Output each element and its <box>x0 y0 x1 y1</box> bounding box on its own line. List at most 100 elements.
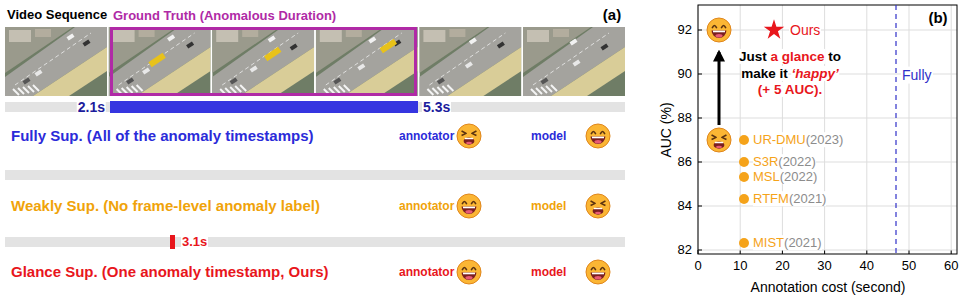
note-text: to <box>828 49 841 64</box>
happy-emoji <box>457 260 481 284</box>
happy-emoji <box>707 18 731 42</box>
grid-line <box>698 118 957 119</box>
building <box>553 29 569 37</box>
tick-mark <box>951 250 952 254</box>
emoji-mouth <box>591 137 606 144</box>
crosswalk <box>546 86 552 92</box>
ground-truth-box: Ground Truth (Anomalous Duration) <box>110 27 417 96</box>
lane-line <box>533 33 609 85</box>
emoji-eye <box>712 26 716 28</box>
role-label: annotator <box>398 265 455 279</box>
panel-tag: (a) <box>602 6 622 24</box>
bus <box>380 39 397 53</box>
car <box>469 37 477 44</box>
reference-label: Fully <box>901 67 933 84</box>
text-line: S3R(2022) <box>753 154 816 170</box>
timeline-bar <box>5 237 625 247</box>
bus <box>264 47 281 61</box>
bus <box>148 53 165 67</box>
emoji-face <box>707 128 731 152</box>
method-year: (2023) <box>806 132 844 147</box>
emoji-face <box>586 260 610 284</box>
emoji-mouth <box>712 31 727 38</box>
emoji-teeth <box>715 142 723 143</box>
axis-tick: 50 <box>901 258 917 274</box>
crosswalk <box>127 87 133 93</box>
text-line: Justa glanceto <box>739 49 841 65</box>
grid-line <box>951 5 952 254</box>
sad-emoji <box>707 128 731 152</box>
emoji-tongue <box>716 146 722 148</box>
axis-tick: 10 <box>732 258 748 274</box>
emoji-face <box>586 124 610 148</box>
emoji-teeth <box>592 273 604 275</box>
setting-title: Glance Sup. (One anomaly timestamp, Ours… <box>10 263 330 281</box>
building <box>216 30 238 42</box>
sad-emoji <box>586 194 610 218</box>
road <box>316 27 418 96</box>
emoji-mouth <box>462 207 477 214</box>
axis-tick: 30 <box>816 258 832 274</box>
crosswalk <box>235 86 241 92</box>
note-text: Just <box>739 49 767 64</box>
road <box>523 27 625 96</box>
crosswalk <box>541 87 547 93</box>
frame-ground <box>419 27 521 96</box>
frame-ground <box>316 27 418 96</box>
frame-ground <box>5 27 107 96</box>
car <box>34 69 42 76</box>
method-name: S3R <box>753 154 778 169</box>
emoji-face <box>586 194 610 218</box>
method-dot <box>739 194 749 204</box>
sad-emoji <box>457 124 481 148</box>
method-name: MIST <box>753 235 784 250</box>
crosswalk <box>230 87 236 93</box>
emoji-eye <box>601 201 606 206</box>
method-name: RTFM <box>753 191 789 206</box>
road <box>419 27 521 96</box>
role-label: model <box>530 265 567 279</box>
axis-tick: 60 <box>943 258 959 274</box>
glance-tick <box>170 235 175 249</box>
lane-line <box>222 33 298 85</box>
emoji-eye <box>722 26 726 28</box>
emoji-eye <box>462 202 466 204</box>
emoji-mouth <box>591 273 606 280</box>
video-frame <box>419 27 521 96</box>
crosswalk <box>427 89 433 95</box>
emoji-face <box>457 124 481 148</box>
role-label: model <box>530 129 567 143</box>
building <box>242 29 258 37</box>
emoji-face <box>707 18 731 42</box>
note-text: (+ 5 AUC). <box>758 82 822 97</box>
tick-mark <box>698 206 702 207</box>
car <box>569 38 577 45</box>
improve-arrow <box>718 52 721 125</box>
emoji-tongue <box>594 276 601 280</box>
method-year: (2021) <box>789 191 827 206</box>
video-frame <box>109 27 211 96</box>
axis-tick: 84 <box>677 198 693 214</box>
method-name: UR-DMU <box>753 132 806 147</box>
car <box>22 77 30 84</box>
car <box>600 43 608 50</box>
pavement <box>33 47 107 96</box>
pavement <box>344 47 418 96</box>
tick-mark <box>866 250 867 254</box>
crosswalk <box>442 86 448 92</box>
tick-mark <box>698 162 702 163</box>
lane-line <box>119 33 195 85</box>
method-dot <box>739 157 749 167</box>
text-line: MIST(2021) <box>753 235 822 251</box>
panel-tag: (b) <box>927 9 948 27</box>
frame-ground <box>212 27 314 96</box>
car <box>290 43 298 50</box>
road <box>5 27 107 96</box>
note-text: ‘happy’ <box>792 66 839 81</box>
building <box>346 29 362 37</box>
crosswalk <box>437 87 443 93</box>
time-label: 5.3s <box>422 99 451 116</box>
emoji-eye <box>601 132 605 134</box>
emoji-tongue <box>465 276 472 280</box>
pavement <box>551 47 625 96</box>
